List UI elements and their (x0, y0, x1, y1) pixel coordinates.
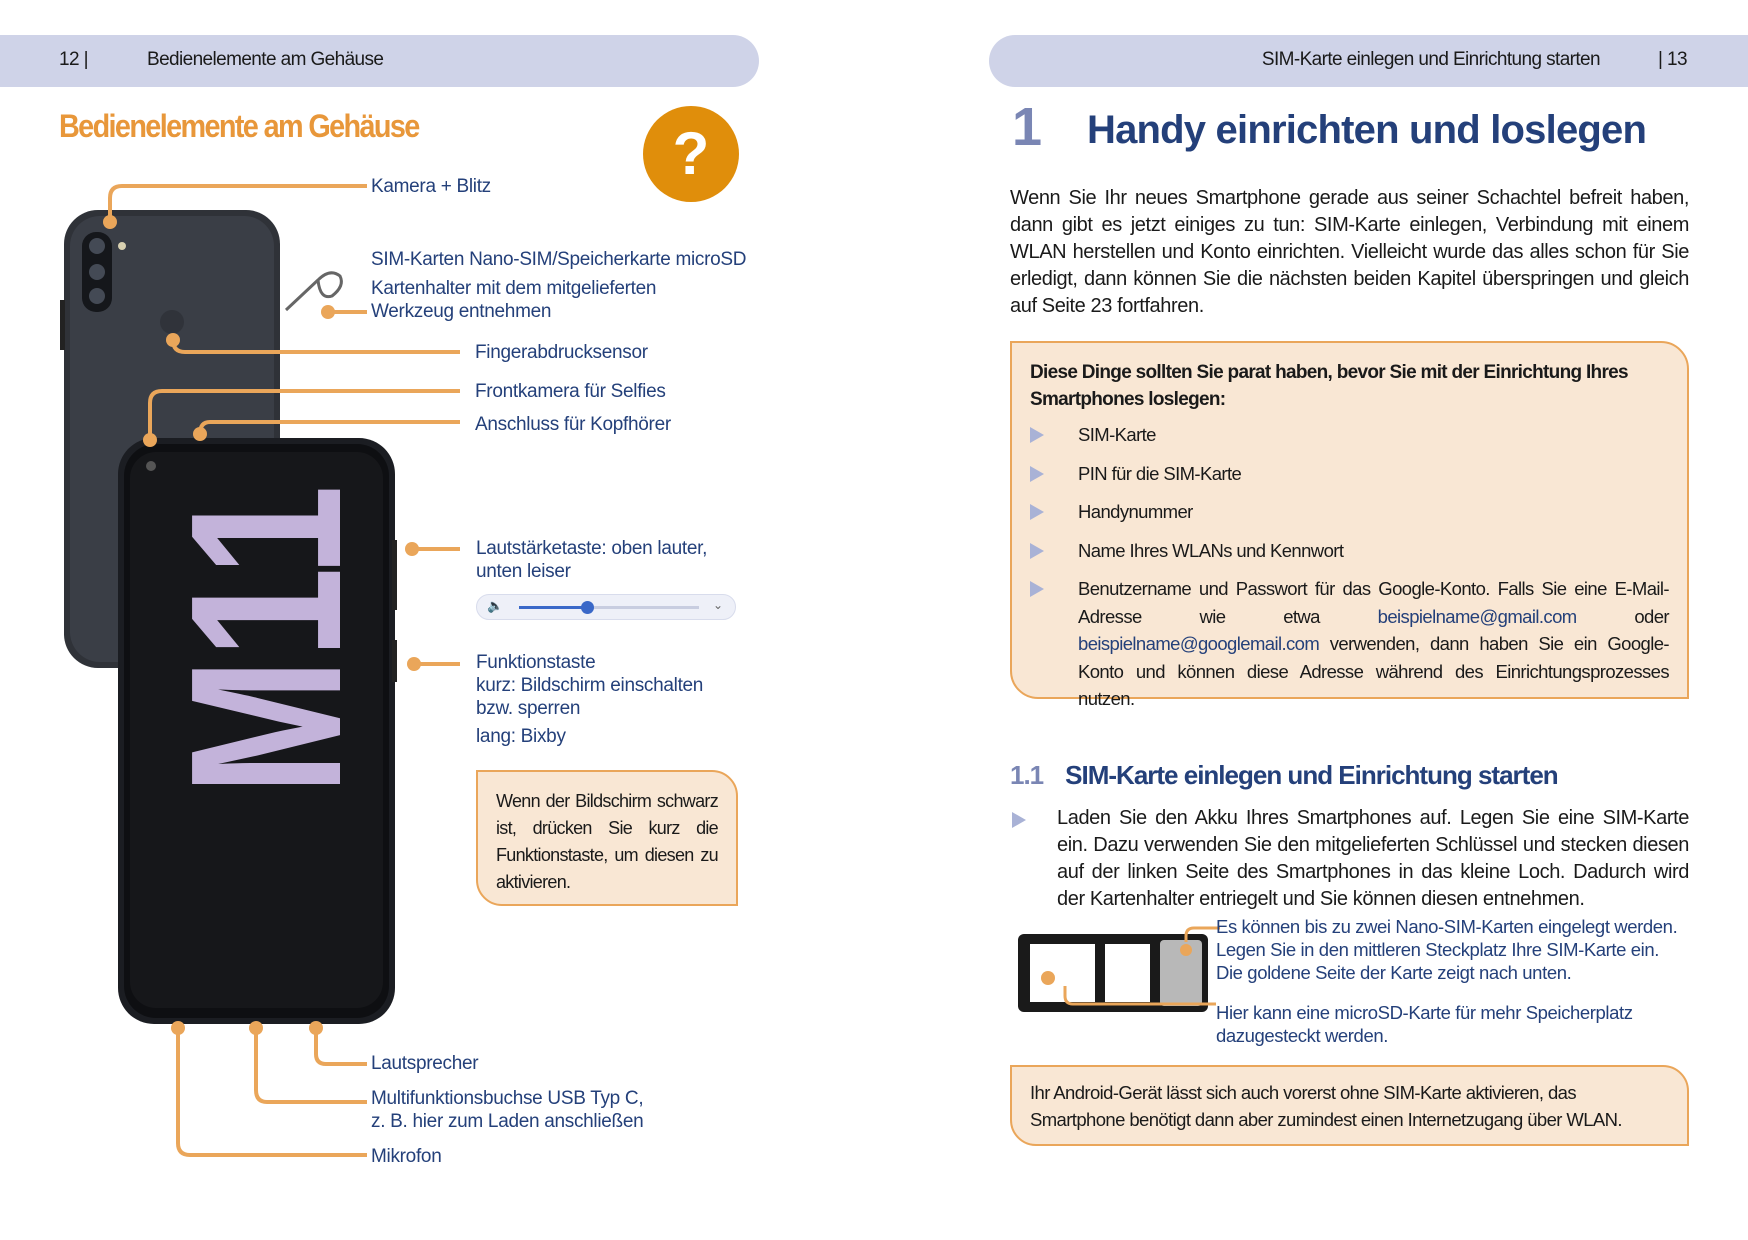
triangle-bullet-icon (1030, 504, 1044, 520)
sim-tray-image (1018, 926, 1220, 1012)
phone-illustration: M11 (60, 184, 460, 1157)
label-fingerprint: Fingerabdrucksensor (475, 342, 648, 363)
label-front-camera: Frontkamera für Selfies (475, 381, 666, 402)
triangle-bullet-icon (1030, 581, 1044, 597)
label-volume-2: unten leiser (476, 561, 571, 582)
list-item: Benutzername und Passwort für das Google… (1030, 575, 1670, 713)
list-item: SIM-Karte (1030, 421, 1669, 449)
label-headphone: Anschluss für Kopfhörer (475, 414, 671, 435)
sim-tool-icon (284, 271, 343, 312)
chapter-number: 1 (1012, 97, 1043, 157)
checklist-heading: Diese Dinge sollten Sie parat haben, bev… (1030, 362, 1629, 410)
label-usb-2: z. B. hier zum Laden anschließen (371, 1111, 644, 1132)
label-camera: Kamera + Blitz (371, 176, 491, 197)
section-number: 1.1 (1010, 760, 1044, 790)
label-microphone: Mikrofon (371, 1146, 442, 1167)
list-item: Handynummer (1030, 498, 1669, 526)
triangle-bullet-icon (1012, 812, 1026, 828)
label-function-2: kurz: Bildschirm einschalten (476, 675, 704, 696)
section-heading: 1.1 SIM-Karte einlegen und Einrichtung st… (1010, 760, 1559, 791)
label-usb-1: Multifunktionsbuchse USB Typ C, (371, 1088, 644, 1109)
step-paragraph: Laden Sie den Akku Ihres Smartphones auf… (1057, 807, 1689, 910)
label-speaker: Lautsprecher (371, 1053, 479, 1074)
checklist-box: Diese Dinge sollten Sie parat haben, bev… (1010, 341, 1689, 709)
slider-fill (519, 606, 588, 609)
help-question-icon: ? (643, 106, 739, 202)
tray-annotation-sim: Es können bis zu zwei Nano-SIM-Karten ei… (1216, 916, 1678, 983)
left-page-number: 12 | (59, 49, 89, 70)
intro-paragraph: Wenn Sie Ihr neues Smartphone gerade aus… (1010, 187, 1689, 317)
label-volume-1: Lautstärketaste: oben lauter, (476, 538, 708, 559)
left-running-header: 12 | Bedienelemente am Gehäuse (0, 35, 759, 87)
right-running-header: SIM-Karte einlegen und Einrichtung start… (989, 35, 1748, 87)
slider-knob[interactable] (581, 601, 595, 614)
phone-front-image: M11 (118, 438, 397, 1024)
tray-annotation-microsd: Hier kann eine microSD-Karte für mehr Sp… (1216, 1002, 1633, 1046)
slider-track (519, 601, 699, 614)
googlemail-link[interactable]: beispielname@googlemail.com (1078, 633, 1320, 654)
label-sim-3: Werkzeug entnehmen (371, 301, 552, 322)
triangle-bullet-icon (1030, 465, 1044, 482)
list-item: PIN für die SIM-Karte (1030, 460, 1669, 488)
triangle-bullet-icon (1030, 542, 1044, 559)
callout-dots (103, 215, 421, 1035)
label-function-4: lang: Bixby (476, 726, 566, 747)
chevron-down-icon[interactable]: ⌄ (713, 598, 724, 612)
label-sim-2: Kartenhalter mit dem mitgelieferten (371, 278, 657, 299)
left-running-head: Bedienelemente am Gehäuse (147, 49, 384, 70)
page-title: Bedienelemente am Gehäuse (59, 108, 420, 144)
label-function-3: bzw. sperren (476, 698, 581, 719)
fingerprint-sensor (160, 310, 184, 334)
right-page-number: | 13 (1658, 49, 1688, 70)
triangle-bullet-icon (1030, 427, 1044, 443)
label-sim-1: SIM-Karten Nano-SIM/Speicherkarte microS… (371, 249, 747, 270)
volume-slider[interactable]: 🔈 ⌄ (476, 594, 736, 620)
screen-note-box: Wenn der Bildschirm schwarz ist, drücken… (476, 770, 738, 906)
list-item: Name Ihres WLANs und Kennwort (1030, 537, 1669, 565)
label-function-1: Funktionstaste (476, 652, 596, 673)
wlan-note-box: Ihr Android-Gerät lässt sich auch vorers… (1010, 1065, 1689, 1146)
m11-logo: M11 (145, 485, 386, 795)
right-running-head: SIM-Karte einlegen und Einrichtung start… (1261, 49, 1601, 70)
section-title: SIM-Karte einlegen und Einrichtung start… (1065, 760, 1558, 790)
gmail-link[interactable]: beispielname@gmail.com (1377, 605, 1578, 627)
front-camera (146, 461, 156, 471)
speaker-icon: 🔈 (487, 598, 504, 613)
chapter-title: Handy einrichten und loslegen (1087, 108, 1647, 152)
callout-lines (108, 184, 460, 1157)
